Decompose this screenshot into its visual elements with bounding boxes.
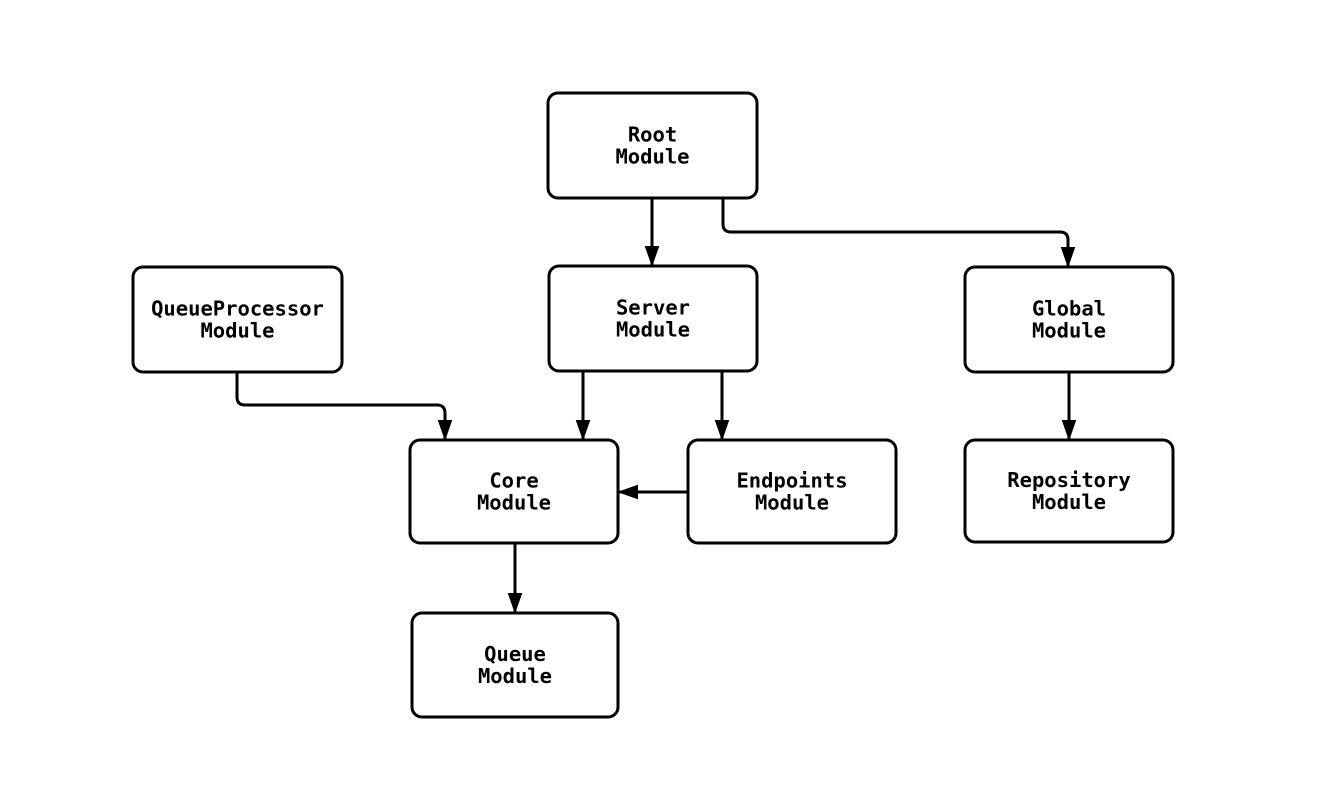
node-root-box: [546, 91, 759, 200]
node-core-label-line-1: Module: [477, 491, 551, 515]
edges-layer: [235, 198, 1077, 614]
node-core-label-line-0: Core: [489, 469, 538, 493]
edge-queueprocessor-to-core: [235, 372, 453, 441]
node-endpoints-label-line-0: Endpoints: [736, 469, 847, 493]
node-server-box: [547, 264, 759, 373]
edge-root-to-global: [721, 198, 1076, 268]
node-repository-label-line-1: Module: [1032, 490, 1106, 514]
node-queue-box: [410, 611, 620, 719]
node-repository-label-line-0: Repository: [1007, 468, 1130, 492]
node-queueprocessor-box: [131, 265, 344, 374]
node-global-label-line-1: Module: [1032, 319, 1106, 343]
node-endpoints-label-line-1: Module: [755, 491, 829, 515]
node-global-label-line-0: Global: [1032, 297, 1106, 321]
node-queue-label-line-0: Queue: [484, 642, 546, 666]
node-repository-box: [963, 438, 1175, 544]
node-queueprocessor-label-line-0: QueueProcessor: [151, 297, 324, 321]
node-endpoints-box: [686, 438, 898, 545]
node-queueprocessor-label-line-1: Module: [200, 319, 274, 343]
node-global-box: [963, 265, 1175, 374]
node-server-label-line-0: Server: [616, 296, 690, 320]
node-root-label-line-0: Root: [628, 123, 677, 147]
node-root-label-line-1: Module: [615, 145, 689, 169]
node-queue-label-line-1: Module: [478, 664, 552, 688]
node-core-box: [408, 438, 620, 545]
node-server-label-line-1: Module: [616, 318, 690, 342]
